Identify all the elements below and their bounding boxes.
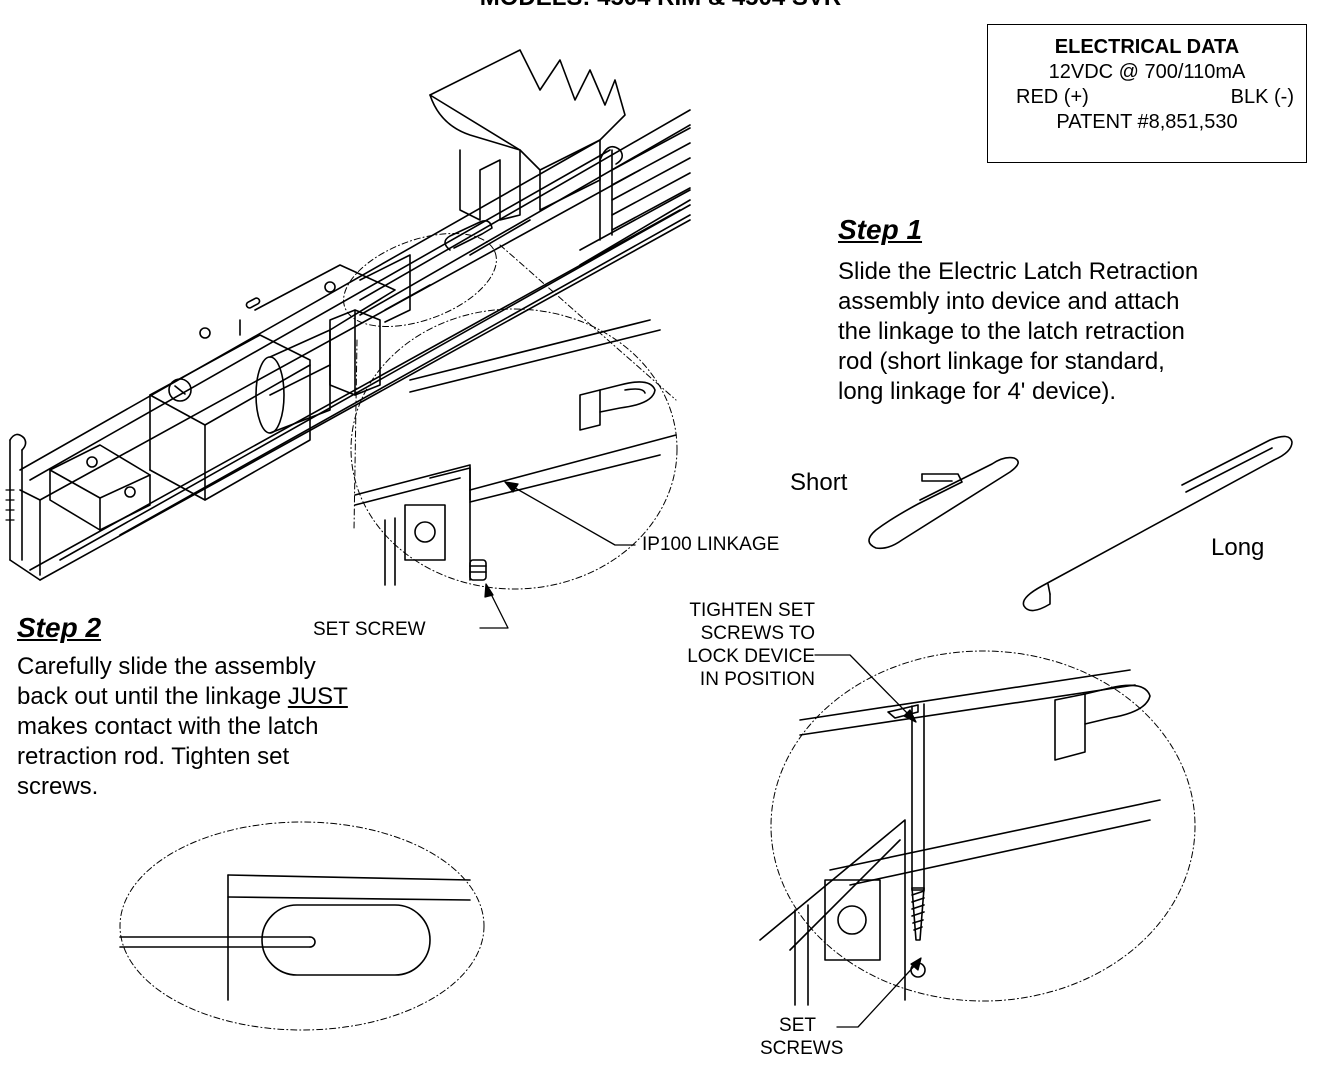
short-linkage-label: Short [790, 469, 848, 496]
device-rail-assembly [5, 49, 691, 581]
step2-rest: makes contact with the latch retraction … [17, 713, 319, 800]
patent-number: PATENT #8,851,530 [1056, 111, 1238, 133]
electrical-data-title: ELECTRICAL DATA [1054, 36, 1240, 58]
short-linkage [868, 456, 1019, 550]
detail-balloon-linkage [343, 233, 678, 590]
electrical-rating: 12VDC @ 700/110mA [1048, 61, 1246, 83]
step2-line1: Carefully slide the assembly [17, 653, 316, 680]
step2-text: Carefully slide the assembly back out unt… [17, 652, 348, 802]
wire-colors: RED (+) BLK (-) [988, 85, 1306, 110]
set-screws-label: SET SCREWS [760, 1015, 844, 1059]
step2-line2: back out until the linkage [17, 683, 288, 710]
long-linkage-label: Long [1211, 534, 1265, 561]
electrical-data-box: ELECTRICAL DATA 12VDC @ 700/110mA RED (+… [987, 24, 1307, 163]
black-wire-label: BLK (-) [1230, 86, 1294, 108]
page-title: MODELS: 4504 RIM & 4504 SVR [0, 0, 1321, 12]
detail-balloon-slot [119, 821, 485, 1031]
step1-text: Slide the Electric Latch Retraction asse… [838, 258, 1199, 405]
red-wire-label: RED (+) [1016, 86, 1089, 108]
step2-emphasis: JUST [287, 683, 348, 710]
set-screw-label: SET SCREW [313, 619, 426, 640]
step1-title: Step 1 [838, 214, 923, 245]
ip100-linkage-label: IP100 LINKAGE [642, 534, 780, 555]
long-linkage [1022, 435, 1293, 612]
callout-leaders [479, 481, 922, 1028]
step2-title: Step 2 [17, 612, 102, 643]
tighten-set-screws-label: TIGHTEN SET SCREWS TO LOCK DEVICE IN POS… [687, 600, 815, 690]
detail-balloon-set-screws [759, 650, 1196, 1006]
